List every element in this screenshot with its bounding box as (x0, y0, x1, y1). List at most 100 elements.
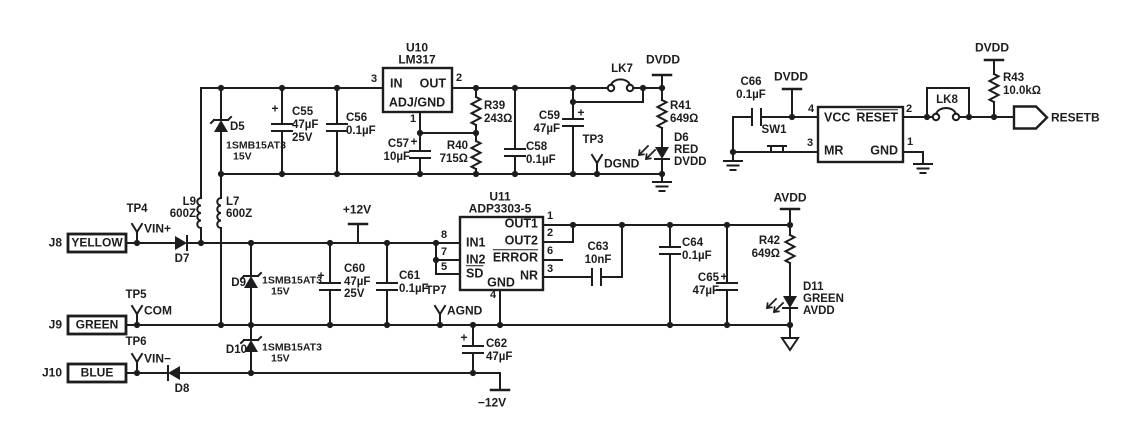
label-u11-part: ADP3303-5 (468, 201, 532, 216)
jumper-lk7-symbol (606, 78, 635, 93)
label-lk8: LK8 (936, 93, 958, 106)
label-u11-pin5: 5 (440, 261, 448, 274)
label-c59-plus: + (577, 105, 585, 120)
label-d11-color: GREEN (803, 292, 844, 305)
label-rst-pin2: 2 (905, 103, 913, 116)
label-c59-val: 47µF (533, 122, 560, 135)
label-d6-color: RED (674, 143, 699, 156)
label-dvdd-rst2: DVDD (974, 40, 1010, 55)
label-c64-ref: C64 (682, 236, 704, 249)
label-u11-pin1: 1 (546, 210, 554, 223)
label-d7-ref: D7 (174, 252, 190, 265)
label-l9-ref: L9 (182, 195, 196, 208)
label-c56-val: 0.1µF (346, 124, 376, 137)
label-u11-error: ERROR (492, 250, 538, 265)
jumper-lk8-symbol (931, 106, 961, 122)
label-d5-val: 15V (233, 150, 252, 163)
label-c64-val: 0.1µF (682, 249, 712, 262)
label-r41-ref: R41 (670, 99, 692, 112)
label-u11-pin3: 3 (546, 263, 554, 276)
label-rst-pin3: 3 (806, 137, 814, 150)
label-c57-plus: + (410, 134, 418, 149)
label-r41-val: 649Ω (670, 112, 699, 125)
label-d11-net: AVDD (803, 304, 835, 317)
label-com: COM (144, 303, 172, 318)
label-rst-gnd: GND (870, 143, 898, 158)
label-dvdd-rst1: DVDD (773, 69, 809, 84)
label-rst-pin1: 1 (906, 136, 914, 149)
label-agnd: AGND (447, 303, 483, 318)
label-d11-ref: D11 (803, 280, 824, 293)
label-r39-ref: R39 (484, 99, 506, 112)
label-avdd: AVDD (773, 190, 807, 205)
label-l9-val: 600Z (169, 207, 196, 220)
label-u11-gnd: GND (487, 275, 515, 290)
label-d5-ref: D5 (230, 120, 245, 133)
label-c62-ref: C62 (486, 337, 508, 350)
label-c59-ref: C59 (538, 109, 560, 122)
reset-supervisor-body (816, 105, 905, 164)
label-u11-in1: IN1 (466, 235, 486, 250)
connector-j10-body (66, 362, 128, 384)
wires-input-section (125, 223, 791, 391)
label-tp4: TP4 (126, 202, 148, 215)
label-d9-part: 1SMB15AT3 (262, 274, 322, 287)
label-u11-nr: NR (519, 268, 538, 283)
label-c62-val: 47µF (486, 350, 513, 363)
label-rst-pin4: 4 (807, 103, 815, 116)
label-j10-name: BLUE (80, 365, 114, 380)
label-sw1: SW1 (761, 123, 787, 136)
connector-j8-body (66, 232, 128, 254)
label-c66-ref: C66 (740, 75, 762, 88)
label-d10-val: 15V (271, 352, 290, 365)
label-c65-plus: + (720, 269, 728, 284)
label-j9-ref: J9 (48, 317, 62, 332)
label-u11-sd: SD (466, 266, 484, 281)
label-j8-ref: J8 (48, 235, 62, 250)
label-c60-plus: + (317, 268, 325, 283)
label-u10-pin3: 3 (370, 73, 378, 86)
label-d10-part: 1SMB15AT3 (262, 341, 322, 354)
label-u10-in: IN (390, 76, 403, 91)
label-r42-val: 649Ω (751, 247, 780, 260)
label-vin-plus: VIN+ (144, 221, 172, 236)
label-j8-name: YELLOW (71, 235, 123, 250)
label-c60-val: 47µF (344, 275, 371, 288)
label-c60-ref: C60 (344, 262, 366, 275)
label-u11-in2: IN2 (466, 252, 486, 267)
label-c57-ref: C57 (387, 137, 409, 150)
label-d8-ref: D8 (174, 382, 190, 395)
label-c63-ref: C63 (587, 240, 609, 253)
label-c60-val2: 25V (344, 287, 365, 300)
label-u10-pin2: 2 (455, 72, 463, 85)
label-c55-val2: 25V (292, 131, 313, 144)
label-c57-val: 10µF (383, 150, 410, 163)
label-tp6: TP6 (125, 335, 147, 348)
label-l7-ref: L7 (226, 195, 240, 208)
label-c61-ref: C61 (399, 269, 421, 282)
label-d9-val: 15V (271, 285, 290, 298)
label-u11-pin8: 8 (440, 229, 448, 242)
label-u11-pin4: 4 (489, 289, 497, 302)
label-d6-net: DVDD (674, 155, 707, 168)
label-r43-val: 10.0kΩ (1003, 84, 1041, 97)
label-d10-ref: D10 (225, 343, 247, 356)
label-u11-pin2: 2 (546, 227, 554, 240)
label-rst-reset: RESET (856, 110, 898, 125)
label-c58-ref: C58 (526, 140, 548, 153)
label-resetb: RESETB (1051, 110, 1100, 125)
label-p12v: +12V (342, 202, 372, 217)
label-c58-val: 0.1µF (526, 153, 556, 166)
label-c65-ref: C65 (697, 271, 719, 284)
label-r40-val: 715Ω (439, 152, 468, 165)
label-r43-ref: R43 (1003, 71, 1025, 84)
label-tp3: TP3 (582, 133, 604, 146)
wires-ldo-output-section (542, 208, 791, 339)
label-u10-part: LM317 (398, 52, 436, 67)
connector-j9-body (66, 314, 128, 336)
junction-dots (133, 84, 998, 377)
pushbutton-sw1-symbol (767, 145, 787, 153)
